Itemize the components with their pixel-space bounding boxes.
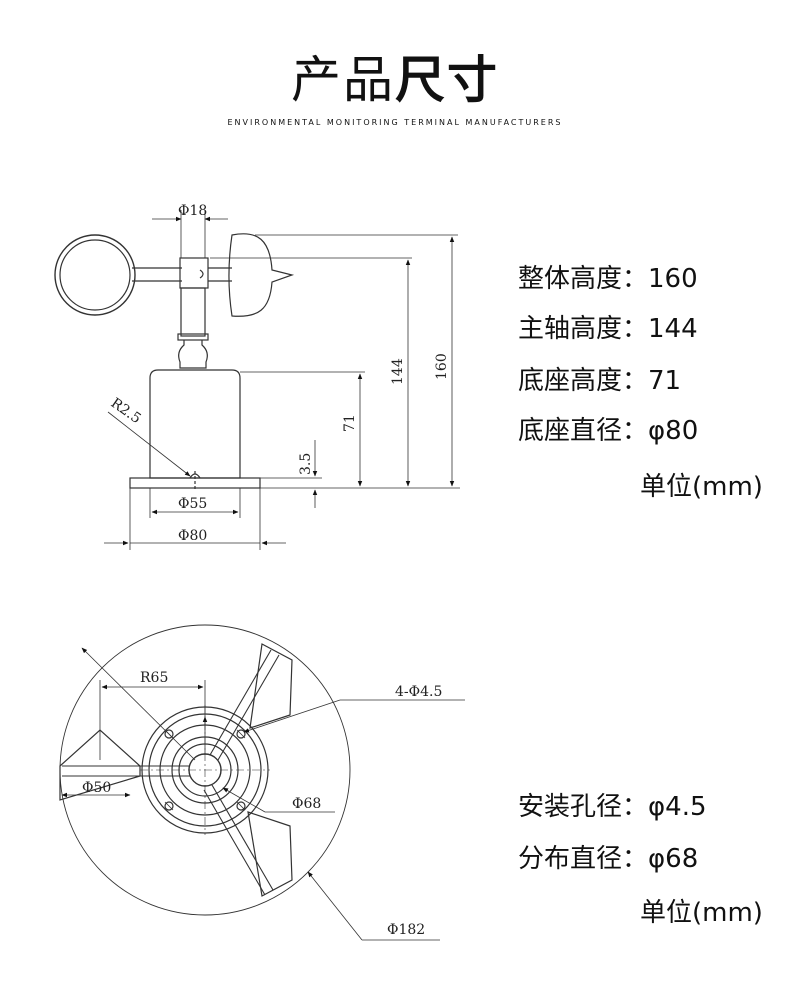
dim-radius: R2.5 bbox=[108, 395, 144, 427]
spec-value: 71 bbox=[648, 366, 682, 396]
neck bbox=[178, 340, 208, 369]
dim-cup-dia: Φ50 bbox=[82, 780, 111, 796]
cup-arms bbox=[62, 649, 280, 896]
unit-top: 单位(mm) bbox=[640, 898, 763, 928]
spec-pitch-dia: 分布直径：φ68 bbox=[518, 838, 698, 875]
cup-top bbox=[249, 643, 293, 729]
title-bold: 尺寸 bbox=[395, 51, 499, 109]
dim-inner-dia: Φ55 bbox=[178, 496, 207, 512]
spec-label: 底座高度： bbox=[518, 366, 649, 396]
spec-label: 安装孔径： bbox=[518, 792, 649, 822]
dim-sweep-dia: Φ182 bbox=[387, 922, 425, 938]
cup-bottom bbox=[247, 811, 293, 897]
title-light: 产品 bbox=[291, 51, 395, 109]
wind-cup-left bbox=[54, 234, 136, 316]
page-title: 产品尺寸 bbox=[0, 40, 790, 112]
spec-label: 分布直径： bbox=[518, 844, 649, 874]
side-view bbox=[54, 210, 460, 550]
wind-cup-right bbox=[228, 233, 295, 317]
spec-value: 144 bbox=[648, 314, 698, 344]
spec-shaft-height: 主轴高度：144 bbox=[518, 308, 698, 345]
spec-label: 底座直径： bbox=[518, 416, 649, 446]
spec-value: φ4.5 bbox=[648, 792, 707, 822]
spec-base-height: 底座高度：71 bbox=[518, 360, 681, 397]
dim-base-dia: Φ80 bbox=[178, 528, 207, 544]
dim-pitch-dia: Φ68 bbox=[292, 796, 321, 812]
cup-left bbox=[59, 729, 141, 801]
dim-base-height: 71 bbox=[342, 414, 358, 432]
spec-hole-dia: 安装孔径：φ4.5 bbox=[518, 786, 707, 823]
unit-side: 单位(mm) bbox=[640, 472, 763, 502]
dim-step: 3.5 bbox=[298, 453, 314, 475]
wind-cup-left-inner bbox=[59, 239, 131, 311]
top-view bbox=[59, 624, 465, 941]
spec-label: 整体高度： bbox=[518, 264, 649, 294]
spec-label: 主轴高度： bbox=[518, 314, 649, 344]
dim-total-height: 160 bbox=[434, 353, 450, 380]
dim-shaft-height: 144 bbox=[390, 358, 406, 385]
shaft-hub bbox=[179, 257, 209, 289]
page-subtitle: ENVIRONMENTAL MONITORING TERMINAL MANUFA… bbox=[227, 118, 563, 127]
dim-radius-65: R65 bbox=[140, 670, 168, 686]
base-body bbox=[149, 369, 241, 479]
spec-total-height: 整体高度：160 bbox=[518, 258, 698, 295]
dim-holes: 4-Φ4.5 bbox=[395, 684, 442, 700]
dim-shaft-dia: Φ18 bbox=[178, 203, 207, 219]
spec-value: φ80 bbox=[648, 416, 699, 446]
shaft bbox=[180, 287, 206, 337]
spec-base-dia: 底座直径：φ80 bbox=[518, 410, 698, 447]
spec-value: 160 bbox=[648, 264, 698, 294]
spec-value: φ68 bbox=[648, 844, 699, 874]
